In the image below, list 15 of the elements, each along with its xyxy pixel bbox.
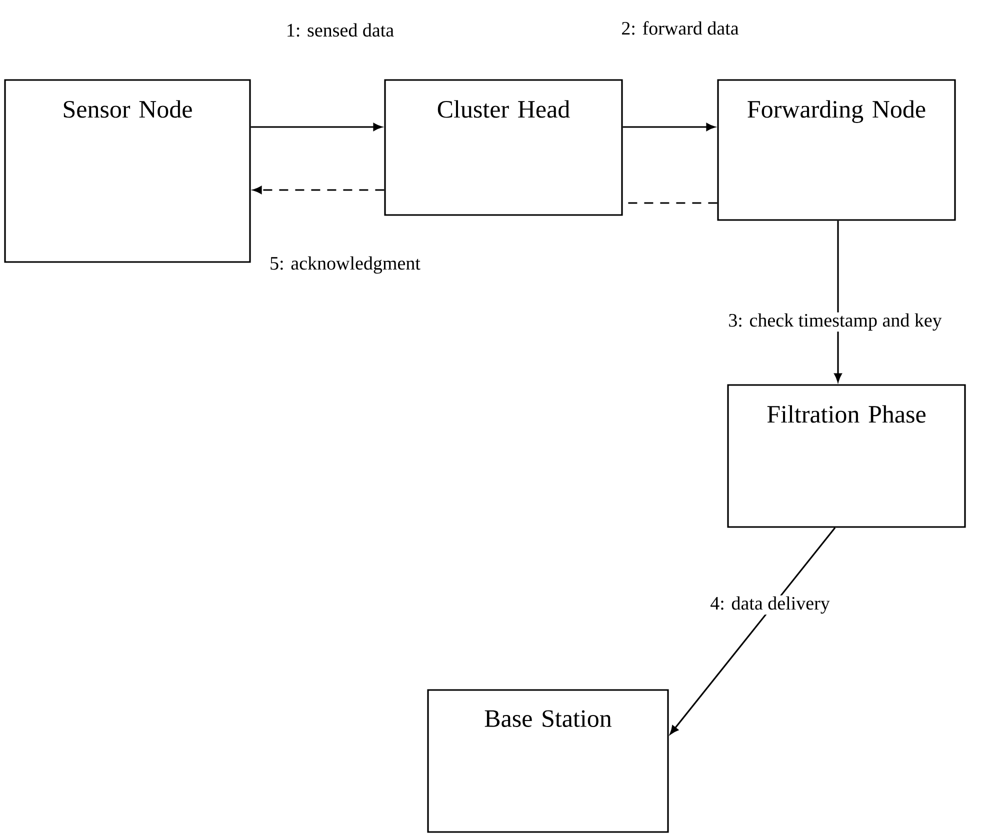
- edge-label: 2: forward data: [620, 20, 740, 36]
- process-box: Sensor Node: [4, 79, 251, 263]
- arrow: [250, 123, 382, 131]
- arrow: [670, 527, 836, 734]
- edge-label: 1: sensed data: [284, 22, 396, 38]
- process-box: Cluster Head: [384, 79, 623, 216]
- arrow: [834, 220, 842, 382]
- edge-label: 5: acknowledgment: [268, 255, 422, 275]
- arrow: [253, 186, 384, 194]
- process-box: Forwarding Node: [717, 79, 956, 221]
- process-box: Base Station: [427, 689, 669, 833]
- arrow: [622, 123, 715, 131]
- process-box: Filtration Phase: [727, 384, 966, 528]
- edge-label: 3: check timestamp and key: [727, 312, 943, 332]
- edge-label: 4: data delivery: [709, 595, 831, 615]
